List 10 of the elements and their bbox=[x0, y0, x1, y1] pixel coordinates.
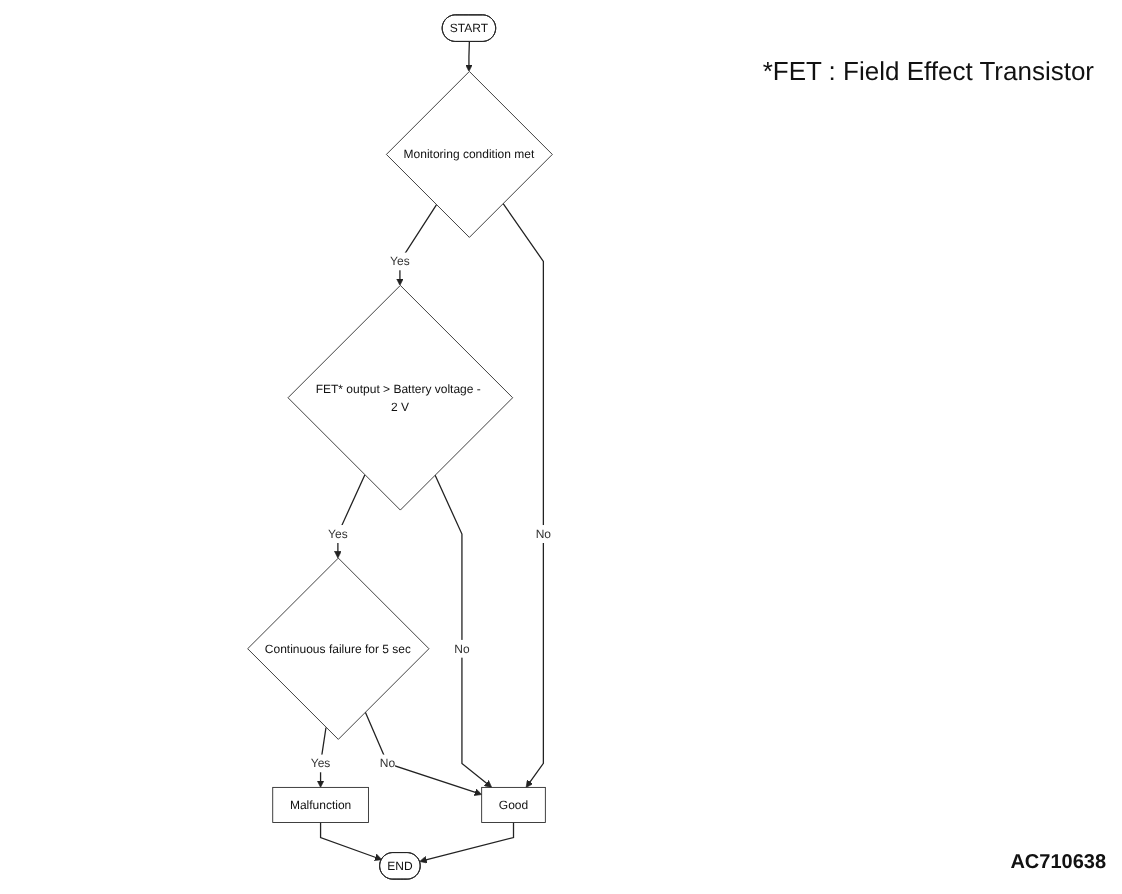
arrow bbox=[334, 474, 366, 559]
footnote: *FET : Field Effect Transistor bbox=[762, 56, 1094, 86]
arrow bbox=[465, 41, 473, 72]
figure-code: AC710638 bbox=[1010, 852, 1106, 874]
arrow bbox=[502, 202, 544, 788]
arrow bbox=[364, 711, 482, 796]
arrow bbox=[396, 204, 438, 286]
arrow bbox=[319, 821, 383, 861]
arrow bbox=[434, 474, 493, 788]
arrow bbox=[419, 821, 515, 864]
